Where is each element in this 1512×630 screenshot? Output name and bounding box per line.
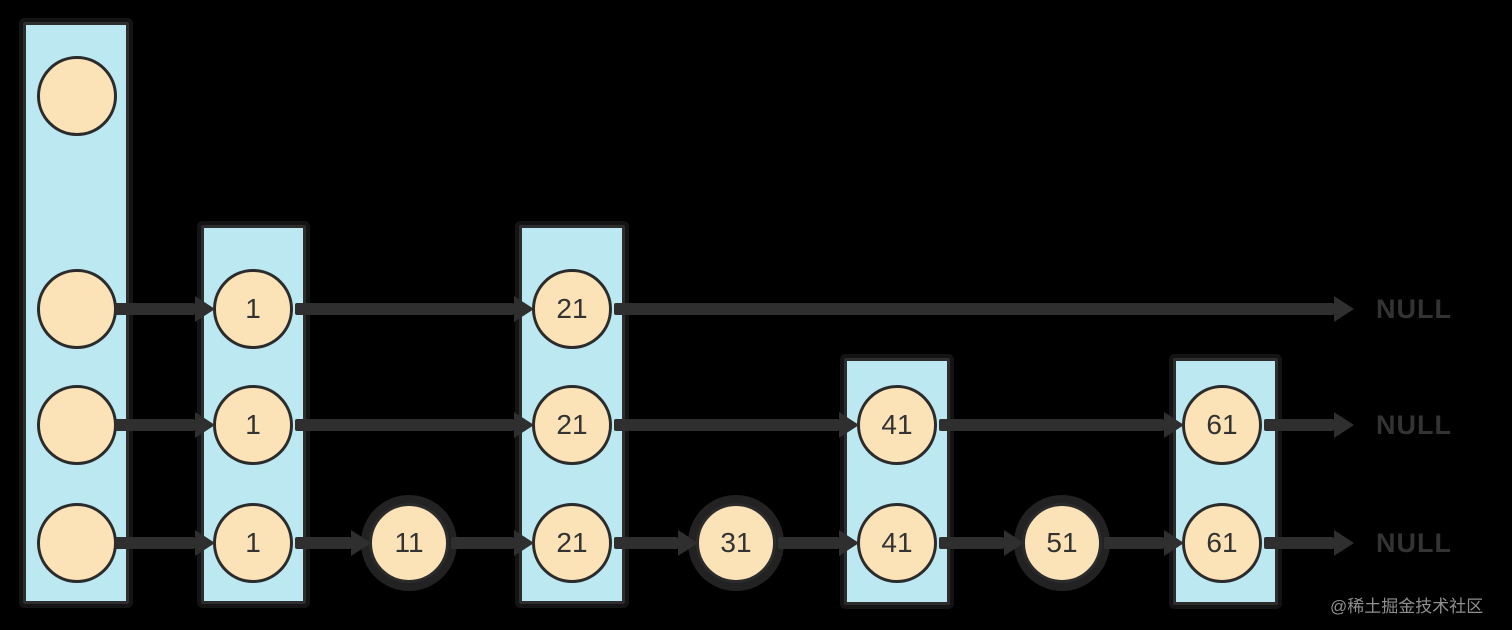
node-61-level1: 61 [1182,503,1262,583]
arrow-l1-11-to-21 [451,537,514,549]
head-node-level3 [37,269,117,349]
head-node-level1 [37,503,117,583]
arrow-l3-head-to-1 [115,303,195,315]
null-label-level1: NULL [1376,528,1452,558]
arrow-l2-41-to-61 [939,419,1164,431]
null-label-level2: NULL [1376,410,1452,440]
arrow-l1-21-to-31 [614,537,678,549]
node-21-level3: 21 [532,269,612,349]
arrow-l1-1-to-11 [295,537,351,549]
arrow-l2-61-to-null [1264,419,1334,431]
node-41-level2: 41 [857,385,937,465]
node-1-level3: 1 [213,269,293,349]
node-61-level2: 61 [1182,385,1262,465]
node-11-level1: 11 [369,503,449,583]
node-1-level2: 1 [213,385,293,465]
arrow-l3-1-to-21 [295,303,514,315]
node-51-level1: 51 [1022,503,1102,583]
arrow-l1-41-to-51 [939,537,1004,549]
null-label-level3: NULL [1376,294,1452,324]
arrow-l2-head-to-1 [115,419,195,431]
arrow-l1-61-to-null [1264,537,1334,549]
arrow-l2-1-to-21 [295,419,514,431]
arrow-l2-21-to-41 [614,419,839,431]
arrow-l1-head-to-1 [115,537,195,549]
node-1-level1: 1 [213,503,293,583]
arrow-l1-51-to-61 [1104,537,1164,549]
head-node-level2 [37,385,117,465]
node-21-level1: 21 [532,503,612,583]
arrow-l3-21-to-null [614,303,1334,315]
node-31-level1: 31 [696,503,776,583]
node-21-level2: 21 [532,385,612,465]
arrow-l1-31-to-41 [778,537,839,549]
head-node-top [37,56,117,136]
watermark-text: @稀土掘金技术社区 [1330,597,1484,616]
node-41-level1: 41 [857,503,937,583]
